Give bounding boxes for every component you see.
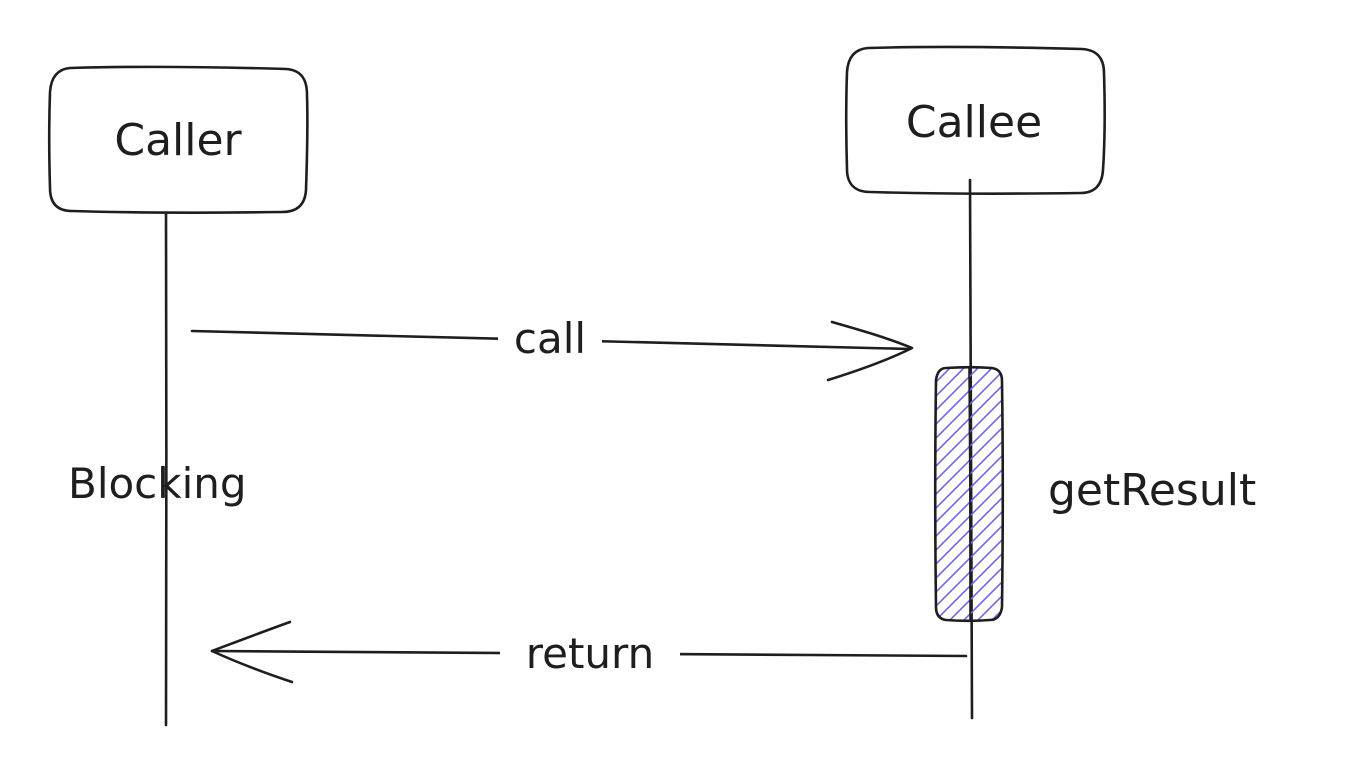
blocking-note: Blocking: [68, 459, 247, 508]
participant-callee: Callee: [844, 45, 1106, 195]
activation-bar: [933, 365, 1005, 623]
message-call-arrowhead: [826, 320, 914, 382]
message-return: return: [210, 620, 968, 684]
activation-bar-outline: [933, 365, 1005, 623]
message-call: call: [190, 314, 914, 382]
participant-caller: Caller: [47, 65, 309, 214]
activation-bar-midline: [968, 367, 971, 621]
participant-caller-box: [47, 65, 309, 214]
activation-note: getResult: [1048, 465, 1256, 516]
participant-callee-label: Callee: [906, 97, 1042, 148]
callee-lifeline: [968, 178, 974, 720]
message-call-label: call: [514, 314, 586, 363]
message-return-label-bg: [500, 632, 680, 676]
message-return-label: return: [526, 629, 654, 678]
participant-caller-label: Caller: [114, 115, 242, 166]
message-call-label-bg: [498, 318, 602, 360]
message-return-arrowhead: [210, 620, 294, 684]
participant-callee-box: [844, 45, 1106, 195]
